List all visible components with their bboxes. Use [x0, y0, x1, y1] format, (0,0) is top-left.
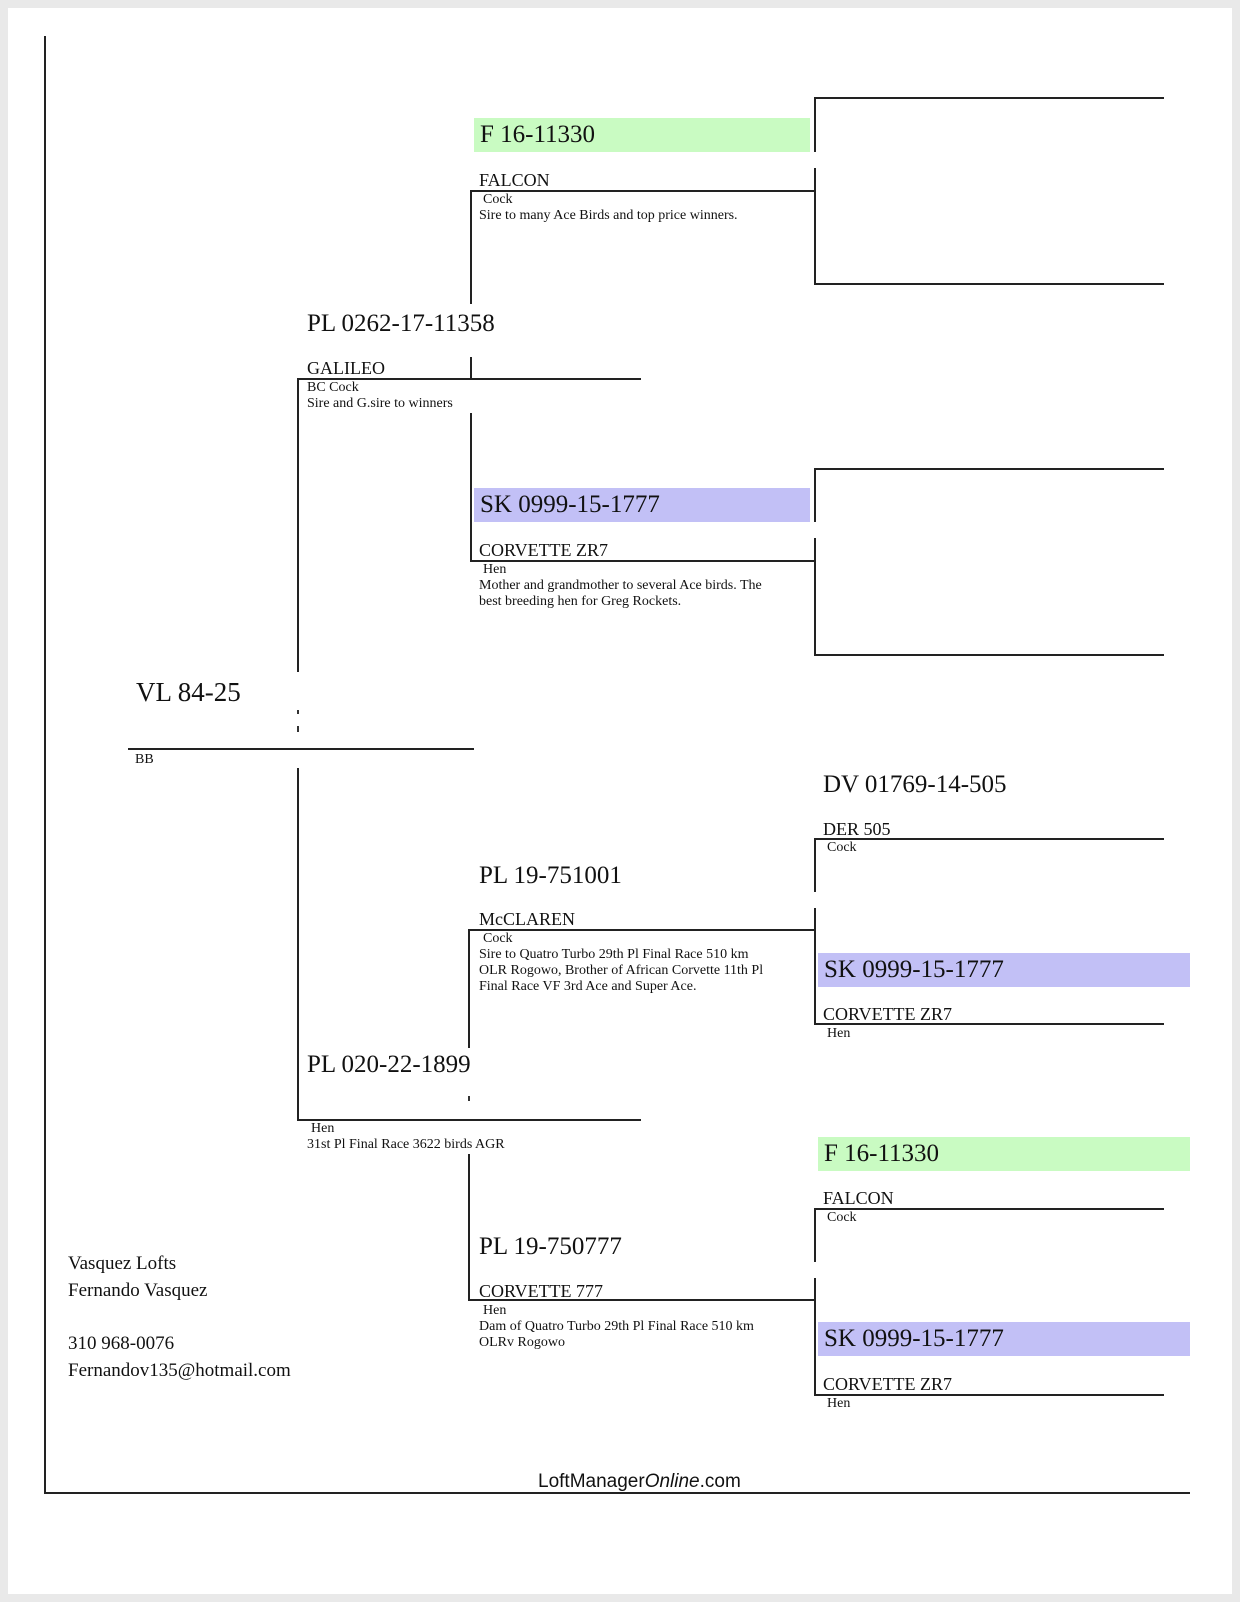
footer-brand: LoftManagerOnline.com — [538, 1471, 741, 1493]
connector-dash — [297, 710, 299, 714]
subject-color: BB — [135, 752, 154, 767]
dam-dam-sire-ring: F 16-11330 — [824, 1140, 940, 1167]
pedigree-sheet: VL 84-25 BB PL 0262-17-11358 GALILEO BC … — [8, 8, 1232, 1594]
sire-dam-note-line2: best breeding hen for Greg Rockets. — [479, 594, 682, 609]
sire-sex: BC Cock — [307, 380, 359, 395]
sire-dam-sex: Hen — [483, 562, 507, 577]
dam-dam-sex: Hen — [483, 1303, 507, 1318]
dam-dam-sire-name: FALCON — [823, 1188, 894, 1208]
dam-dam-dam-sex: Hen — [827, 1396, 851, 1411]
dam-sire-bracket-top — [814, 839, 816, 892]
sire-dam-note-line1: Mother and grandmother to several Ace bi… — [479, 578, 762, 593]
dam-dam-line — [468, 1299, 816, 1301]
sire-dam-ring-band: SK 0999-15-1777 — [474, 488, 810, 522]
sire-note: Sire and G.sire to winners — [307, 396, 453, 411]
owner-phone: 310 968-0076 — [68, 1333, 175, 1354]
dam-connector — [297, 768, 299, 1120]
dam-dam-dam-ring-band: SK 0999-15-1777 — [818, 1322, 1190, 1356]
sire-sire-note: Sire to many Ace Birds and top price win… — [479, 208, 738, 223]
dam-sire-dam-sex: Hen — [827, 1026, 851, 1041]
sire-sire-sex: Cock — [483, 192, 513, 207]
sire-connector — [297, 379, 299, 672]
dam-sire-connector — [468, 930, 470, 1048]
sire-dam-dam-line — [814, 654, 1164, 656]
dam-sire-dam-ring: SK 0999-15-1777 — [824, 956, 1004, 983]
dam-sex: Hen — [311, 1121, 335, 1136]
subject-ring: VL 84-25 — [136, 677, 241, 707]
dam-sire-dam-ring-band: SK 0999-15-1777 — [818, 953, 1190, 987]
dam-dam-note-line1: Dam of Quatro Turbo 29th Pl Final Race 5… — [479, 1319, 754, 1334]
dam-line — [297, 1119, 641, 1121]
dam-dam-dam-ring: SK 0999-15-1777 — [824, 1325, 1004, 1352]
dam-ring: PL 020-22-1899 — [307, 1051, 471, 1078]
dam-dam-sire-line — [814, 1208, 1164, 1210]
sire-dam-line — [470, 560, 816, 562]
page-bottom-border — [44, 1492, 1190, 1494]
footer-brand-suffix: .com — [699, 1471, 741, 1492]
sire-sire-ring-band: F 16-11330 — [474, 118, 810, 152]
owner-name: Fernando Vasquez — [68, 1280, 208, 1301]
dam-sire-sire-sex: Cock — [827, 840, 857, 855]
dam-sire-dam-name: CORVETTE ZR7 — [823, 1004, 953, 1024]
sire-sire-ring: F 16-11330 — [480, 121, 596, 148]
sire-sire-bracket-top — [814, 98, 816, 152]
dam-dam-note-line2: OLRv Rogowo — [479, 1335, 565, 1350]
dam-sire-note-line2: OLR Rogowo, Brother of African Corvette … — [479, 963, 764, 978]
sire-dam-bracket-top — [814, 469, 816, 522]
connector-dash — [297, 726, 299, 732]
dam-sire-sire-ring: DV 01769-14-505 — [823, 771, 1007, 798]
owner-loft: Vasquez Lofts — [68, 1253, 177, 1274]
dam-sire-sire-line — [814, 838, 1164, 840]
dam-dam-dam-line — [814, 1394, 1164, 1396]
dam-dam-connector — [468, 1154, 470, 1300]
dam-sire-sire-name: DER 505 — [823, 819, 891, 839]
dam-dam-sire-ring-band: F 16-11330 — [818, 1137, 1190, 1171]
dam-dam-sire-sex: Cock — [827, 1210, 857, 1225]
dam-sire-note-line1: Sire to Quatro Turbo 29th Pl Final Race … — [479, 947, 749, 962]
sire-sire-line — [470, 190, 816, 192]
sire-dam-name: CORVETTE ZR7 — [479, 540, 609, 560]
dam-dam-name: CORVETTE 777 — [479, 1281, 604, 1301]
dam-dam-bracket-bottom — [814, 1278, 816, 1395]
sire-sire-sire-line — [814, 97, 1164, 99]
sire-sire-bracket-bottom — [814, 168, 816, 284]
page-left-border — [44, 36, 46, 1494]
dam-sire-ring: PL 19-751001 — [479, 862, 622, 889]
sire-name: GALILEO — [307, 358, 385, 378]
sire-dam-sire-line — [814, 468, 1164, 470]
subject-line — [128, 748, 474, 750]
footer-brand-italic: Online — [644, 1471, 700, 1492]
dam-dam-ring: PL 19-750777 — [479, 1233, 622, 1260]
sire-bracket-mid — [470, 357, 472, 378]
owner-email: Fernandov135@hotmail.com — [68, 1360, 291, 1381]
sire-line — [297, 378, 641, 380]
dam-dam-dam-name: CORVETTE ZR7 — [823, 1374, 953, 1394]
dam-note: 31st Pl Final Race 3622 birds AGR — [307, 1137, 505, 1152]
dam-sire-bracket-bottom — [814, 908, 816, 1024]
dam-sire-line — [468, 929, 816, 931]
dam-sire-sex: Cock — [483, 931, 513, 946]
footer-brand-prefix: LoftManager — [538, 1471, 645, 1492]
sire-sire-name: FALCON — [479, 170, 550, 190]
connector-dash — [468, 1096, 470, 1101]
sire-dam-connector — [470, 413, 472, 560]
dam-sire-name: McCLAREN — [479, 909, 575, 929]
sire-dam-ring: SK 0999-15-1777 — [480, 491, 660, 518]
sire-ring: PL 0262-17-11358 — [307, 310, 495, 337]
dam-sire-dam-line — [814, 1023, 1164, 1025]
sire-dam-bracket-bottom — [814, 538, 816, 655]
dam-sire-note-line3: Final Race VF 3rd Ace and Super Ace. — [479, 979, 697, 994]
sire-sire-connector — [470, 191, 472, 304]
sire-sire-dam-line — [814, 283, 1164, 285]
dam-dam-bracket-top — [814, 1209, 816, 1262]
